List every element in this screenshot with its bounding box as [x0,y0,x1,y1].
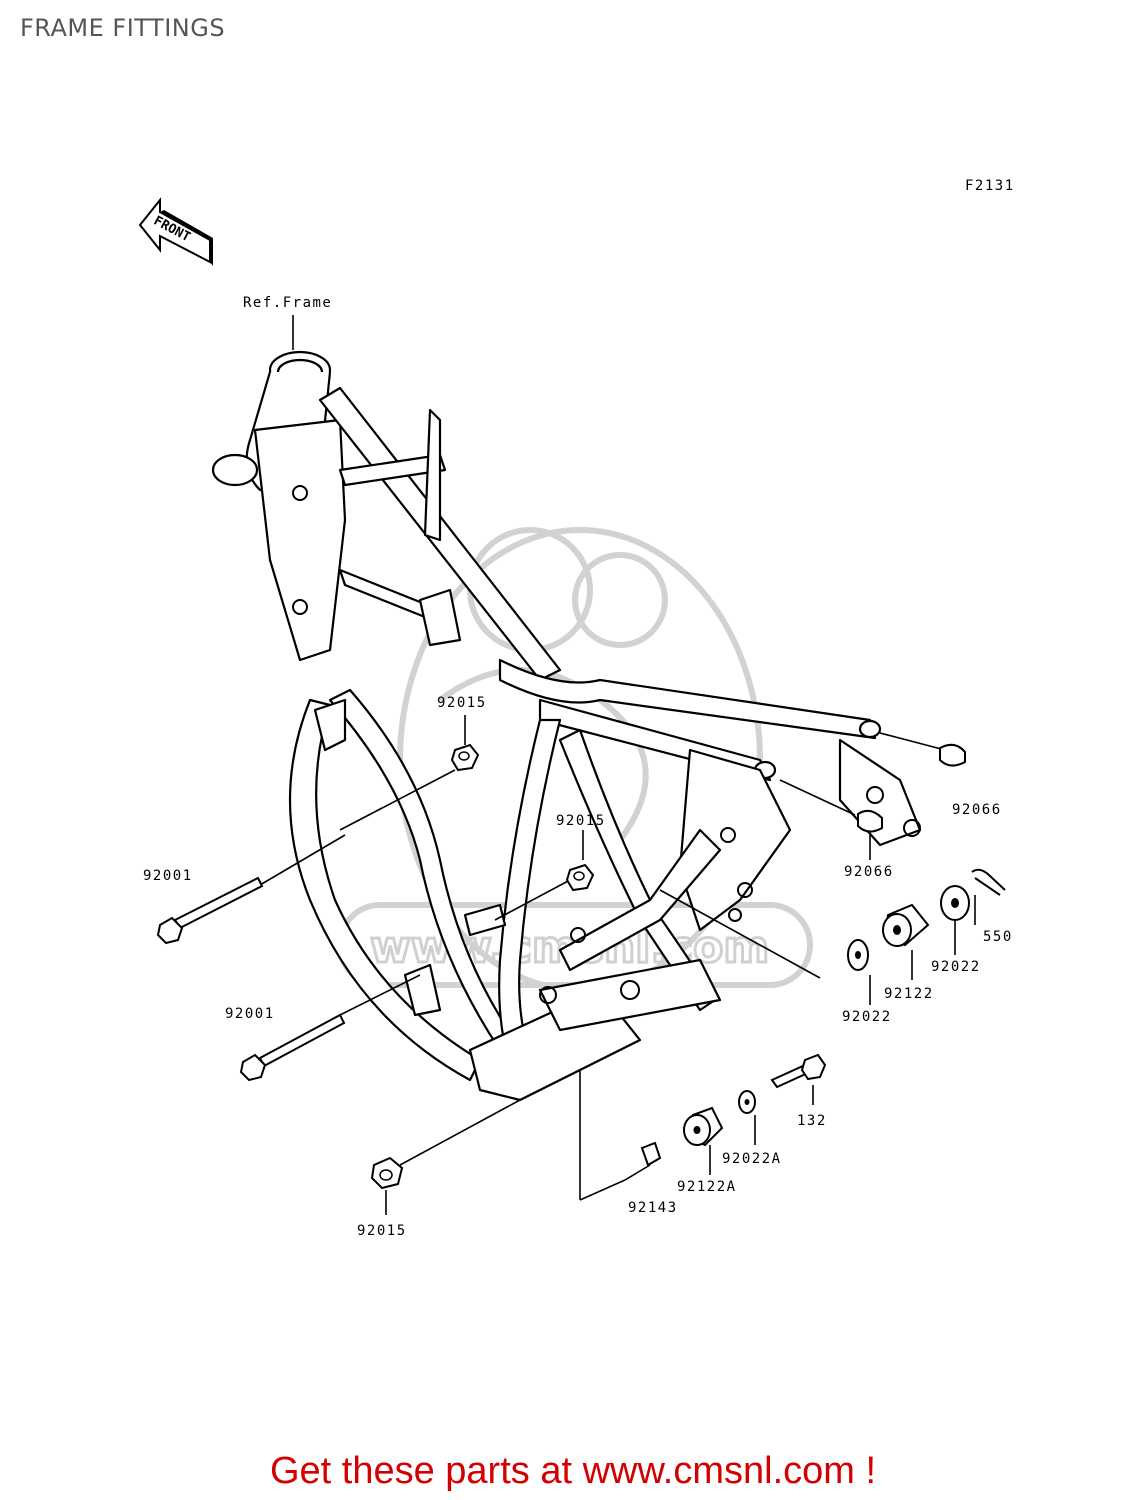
leader-lines [259,715,976,1215]
part-label-92022A: 92022A [722,1151,782,1167]
cotter-pin-550-icon [971,868,1006,896]
part-label-132: 132 [797,1113,827,1129]
nut-92015-upper-icon [450,743,480,772]
front-arrow-icon: FRONT [138,197,213,266]
part-label-92001-lower: 92001 [225,1006,275,1022]
part-label-92001-upper: 92001 [143,868,193,884]
diagram-code: F2131 [965,178,1015,194]
washer-92022-left-icon [847,939,869,971]
bolt-92001-lower-icon [239,1013,346,1082]
nut-92015-middle-icon [565,863,595,892]
bushing-92122A-icon [683,1106,724,1147]
parts-icons [156,743,1006,1190]
page-title: FRAME FITTINGS [20,14,226,42]
bushing-92122-icon [882,903,930,947]
ref-frame-label: Ref.Frame [243,295,332,311]
washer-92022-right-icon [940,885,970,921]
part-label-92015-lower: 92015 [357,1223,407,1239]
part-labels: 92015 92015 92015 92001 92001 92066 9206… [143,695,1013,1239]
nut-92015-lower-icon [370,1156,404,1190]
bolt-132-icon [770,1053,827,1089]
part-label-92066-left: 92066 [844,864,894,880]
part-label-92015-middle: 92015 [556,813,606,829]
part-label-92022-right: 92022 [931,959,981,975]
part-label-92122: 92122 [884,986,934,1002]
cap-92066-right-icon [939,743,966,767]
part-label-92143: 92143 [628,1200,678,1216]
collar-92143-icon [640,1141,662,1167]
footer-link[interactable]: Get these parts at www.cmsnl.com ! [269,1450,877,1492]
motorcycle-frame [211,350,922,1102]
part-label-550: 550 [983,929,1013,945]
part-label-92015-upper: 92015 [437,695,487,711]
part-label-92122A: 92122A [677,1179,737,1195]
part-label-92022-left: 92022 [842,1009,892,1025]
bolt-92001-upper-icon [156,876,264,945]
cap-92066-left-icon [857,809,883,833]
washer-92022A-icon [738,1090,756,1114]
part-label-92066-right: 92066 [952,802,1002,818]
